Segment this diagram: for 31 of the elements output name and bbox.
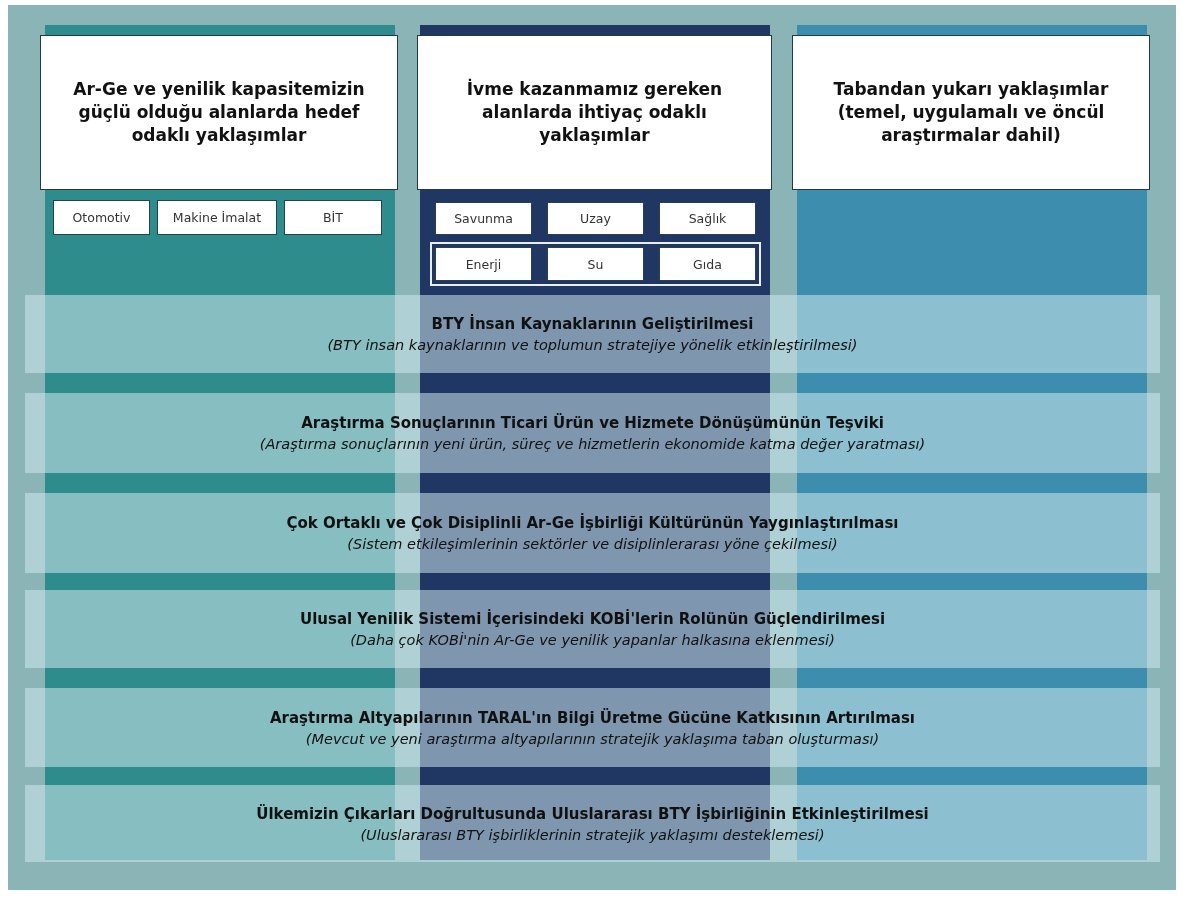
objective-description: (Sistem etkileşimlerinin sektörler ve disiplinlerarası yöne çekilmesi)	[347, 536, 838, 552]
objective-title: Araştırma Sonuçlarının Ticari Ürün ve Hizmete Dönüşümünün Teşviki	[301, 414, 884, 432]
sector-box: Su	[547, 247, 644, 281]
objective-title: Ülkemizin Çıkarları Doğrultusunda Uluslararası BTY İşbirliğinin Etkinleştirilmesi	[256, 804, 929, 823]
objective-band	[25, 493, 1160, 573]
objective-title: Çok Ortaklı ve Çok Disiplinli Ar-Ge İşbirliği Kültürünün Yaygınlaştırılması	[286, 514, 899, 532]
heading-box: Tabandan yukarı yaklaşımlar (temel, uygulamalı ve öncül araştırmalar dahil)	[792, 35, 1150, 190]
sector-box: Makine İmalat	[157, 200, 277, 235]
objective-title: Araştırma Altyapılarının TARAL'ın Bilgi Üretme Gücüne Katkısının Artırılması	[269, 708, 915, 727]
sector-box: Gıda	[659, 247, 756, 281]
sector-box: Enerji	[435, 247, 532, 281]
objective-band	[25, 590, 1160, 668]
objective-band	[25, 295, 1160, 373]
sector-box: Uzay	[547, 202, 644, 235]
group-outline	[430, 242, 761, 286]
sector-box: BİT	[284, 200, 382, 235]
objective-description: (Uluslararası BTY işbirliklerinin stratejik yaklaşımı desteklemesi)	[360, 826, 825, 843]
sector-box: Savunma	[435, 202, 532, 235]
objective-band	[25, 688, 1160, 767]
sector-box: Otomotiv	[53, 200, 150, 235]
objective-title: Ulusal Yenilik Sistemi İçerisindeki KOBİ'lerin Rolünün Güçlendirilmesi	[299, 610, 886, 628]
objective-description: (Mevcut ve yeni araştırma altyapılarının stratejik yaklaşıma taban oluşturması)	[305, 730, 880, 747]
objective-description: (Daha çok KOBİ'nin Ar-Ge ve yenilik yapanlar halkasına eklenmesi)	[350, 632, 835, 648]
objective-description: (Araştırma sonuçlarının yeni ürün, süreç ve hizmetlerin ekonomide katma değer yaratması)	[259, 436, 926, 452]
sector-box: Sağlık	[659, 202, 756, 235]
objective-band	[25, 393, 1160, 473]
objective-band	[25, 785, 1160, 862]
objective-description: (BTY insan kaynaklarının ve toplumun stratejiye yönelik etkinleştirilmesi)	[327, 337, 858, 353]
heading-box: İvme kazanmamız gereken alanlarda ihtiyaç odaklı yaklaşımlar	[417, 35, 772, 190]
heading-box: Ar-Ge ve yenilik kapasitemizin güçlü olduğu alanlarda hedef odaklı yaklaşımlar	[40, 35, 398, 190]
objective-title: BTY İnsan Kaynaklarının Geliştirilmesi	[431, 315, 754, 333]
